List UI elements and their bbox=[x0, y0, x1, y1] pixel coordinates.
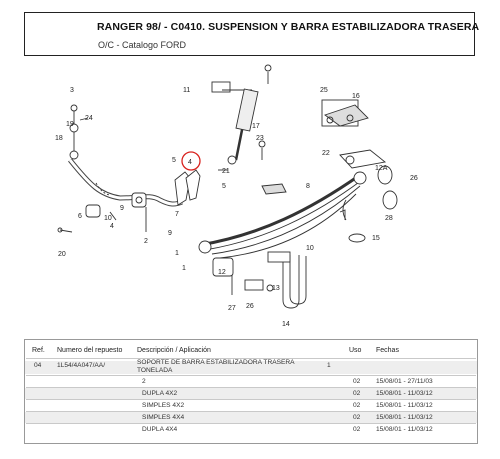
svg-text:5: 5 bbox=[172, 157, 176, 164]
svg-text:22: 22 bbox=[322, 150, 330, 157]
svg-text:3: 3 bbox=[70, 87, 74, 94]
row-6-fechas: 15/08/01 - 11/03/12 bbox=[376, 426, 433, 433]
svg-text:13: 13 bbox=[272, 285, 280, 292]
row-6-description: DUPLA 4X4 bbox=[142, 426, 178, 433]
header-fechas: Fechas bbox=[376, 347, 399, 354]
svg-text:23: 23 bbox=[256, 135, 264, 142]
row-4-description: SIMPLES 4X2 bbox=[142, 402, 185, 409]
svg-text:5: 5 bbox=[222, 183, 226, 190]
svg-text:4: 4 bbox=[188, 159, 192, 166]
highlight-circle bbox=[181, 151, 201, 171]
svg-text:9: 9 bbox=[120, 205, 124, 212]
svg-text:27: 27 bbox=[228, 305, 236, 312]
svg-text:25: 25 bbox=[320, 87, 328, 94]
row-2-description: 2 bbox=[142, 378, 146, 385]
svg-text:18: 18 bbox=[55, 135, 63, 142]
svg-text:10: 10 bbox=[104, 215, 112, 222]
svg-text:20: 20 bbox=[58, 251, 66, 258]
svg-text:8: 8 bbox=[306, 183, 310, 190]
parts-table: Ref. Numero del repuesto Descripción / A… bbox=[24, 339, 478, 444]
row-3-description: DUPLA 4X2 bbox=[142, 390, 178, 397]
svg-text:24: 24 bbox=[85, 115, 93, 122]
row-5-fechas: 15/08/01 - 11/03/12 bbox=[376, 414, 433, 421]
svg-text:16: 16 bbox=[352, 93, 360, 100]
svg-text:11: 11 bbox=[183, 87, 190, 94]
row-1-part-number[interactable]: 1L54/4A047/AA/ bbox=[57, 362, 106, 369]
svg-text:7: 7 bbox=[175, 211, 179, 218]
row-1-qty: 1 bbox=[327, 362, 331, 369]
svg-text:14: 14 bbox=[282, 321, 290, 328]
svg-text:6: 6 bbox=[78, 213, 82, 220]
svg-text:4: 4 bbox=[110, 223, 114, 230]
row-6-uso: 02 bbox=[353, 426, 361, 433]
row-2-fechas: 15/08/01 - 27/11/03 bbox=[376, 378, 433, 385]
row-4-uso: 02 bbox=[353, 402, 361, 409]
catalog-title: RANGER 98/ - C0410. SUSPENSION Y BARRA E… bbox=[97, 21, 480, 33]
svg-text:9: 9 bbox=[168, 230, 172, 237]
row-5-uso: 02 bbox=[353, 414, 361, 421]
svg-text:26: 26 bbox=[246, 303, 254, 310]
header-uso: Uso bbox=[349, 347, 362, 354]
svg-text:19: 19 bbox=[66, 121, 74, 128]
catalog-header: RANGER 98/ - C0410. SUSPENSION Y BARRA E… bbox=[24, 12, 479, 56]
row-2-uso: 02 bbox=[353, 378, 361, 385]
svg-text:12: 12 bbox=[218, 269, 226, 276]
svg-text:26: 26 bbox=[410, 175, 418, 182]
svg-text:1: 1 bbox=[182, 265, 186, 272]
row-3-uso: 02 bbox=[353, 390, 361, 397]
svg-text:12A: 12A bbox=[375, 165, 388, 172]
svg-text:1: 1 bbox=[175, 250, 179, 257]
header-ref: Ref. bbox=[32, 347, 45, 354]
catalog-subtitle: O/C - Catalogo FORD bbox=[98, 40, 187, 50]
row-1-description: SOPORTE DE BARRA ESTABILIZADORA TRASERA … bbox=[137, 359, 295, 374]
row-4-fechas: 15/08/01 - 11/03/12 bbox=[376, 402, 433, 409]
row-3-fechas: 15/08/01 - 11/03/12 bbox=[376, 390, 433, 397]
svg-text:21: 21 bbox=[222, 168, 230, 175]
svg-text:10: 10 bbox=[306, 245, 314, 252]
header-part-number: Numero del repuesto bbox=[57, 347, 123, 354]
svg-text:15: 15 bbox=[372, 235, 380, 242]
svg-text:28: 28 bbox=[385, 215, 393, 222]
svg-text:2: 2 bbox=[144, 238, 148, 245]
exploded-parts-diagram: 3 19 24 18 9 10 6 4 2 20 5 4 7 9 1 1 12 … bbox=[55, 64, 418, 328]
row-5-description: SIMPLES 4X4 bbox=[142, 414, 185, 421]
header-description: Descripción / Aplicación bbox=[137, 347, 211, 354]
row-1-ref: 04 bbox=[34, 362, 42, 369]
svg-text:17: 17 bbox=[252, 123, 260, 130]
